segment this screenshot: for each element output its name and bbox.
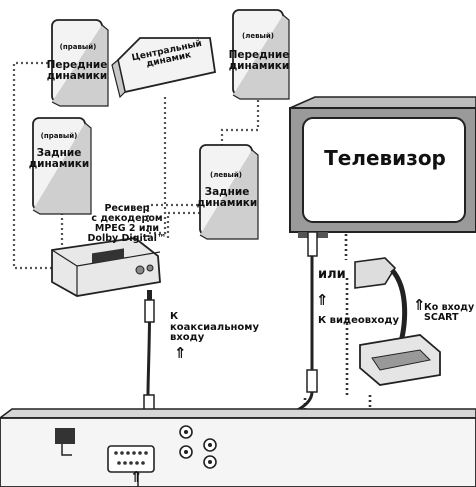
speaker-front-left xyxy=(232,9,290,100)
scart-socket xyxy=(107,445,155,473)
speaker-rear-left xyxy=(199,144,259,240)
receiver-label: Ресивер с декодером MPEG 2 или Dolby Dig… xyxy=(87,203,167,244)
speaker-front-right xyxy=(51,19,109,107)
front-right-name: Передние динамики xyxy=(46,59,108,83)
front-right-side-label: (правый) xyxy=(59,43,97,51)
power-socket xyxy=(55,428,75,444)
wire-rear-left xyxy=(166,211,200,238)
receiver-box xyxy=(51,237,161,297)
rear-right-side-label: (правый) xyxy=(40,132,78,140)
dvd-player xyxy=(0,408,476,487)
video-arrow-icon: ⇑ xyxy=(316,291,329,309)
scart-arrow-icon: ⇑ xyxy=(413,296,426,314)
video-in-label: К видеовходу xyxy=(318,315,399,326)
speaker-center xyxy=(111,37,217,99)
television xyxy=(289,96,476,238)
tv-label: Телевизор xyxy=(324,146,446,170)
speaker-wires xyxy=(12,61,260,270)
rear-right-name: Задние динамики xyxy=(28,147,90,171)
output-jacks xyxy=(179,425,217,469)
or-label: или xyxy=(318,267,346,282)
rear-left-side-label: (левый) xyxy=(210,171,242,179)
speaker-rear-right xyxy=(32,117,92,215)
front-left-side-label: (левый) xyxy=(242,32,274,40)
front-left-name: Передние динамики xyxy=(228,49,290,73)
scart-socket-arrow-icon: ⇑ xyxy=(130,468,143,486)
scart-label: Ко входу SCART xyxy=(424,302,475,323)
scart-cable xyxy=(354,257,441,386)
rear-left-name: Задние динамики xyxy=(196,186,258,210)
coaxial-arrow-icon: ⇑ xyxy=(174,344,187,362)
wire-front-right xyxy=(12,61,68,270)
wire-front-left xyxy=(146,95,260,238)
wire-center xyxy=(148,97,167,235)
coaxial-label: К коаксиальному входу xyxy=(170,311,259,343)
